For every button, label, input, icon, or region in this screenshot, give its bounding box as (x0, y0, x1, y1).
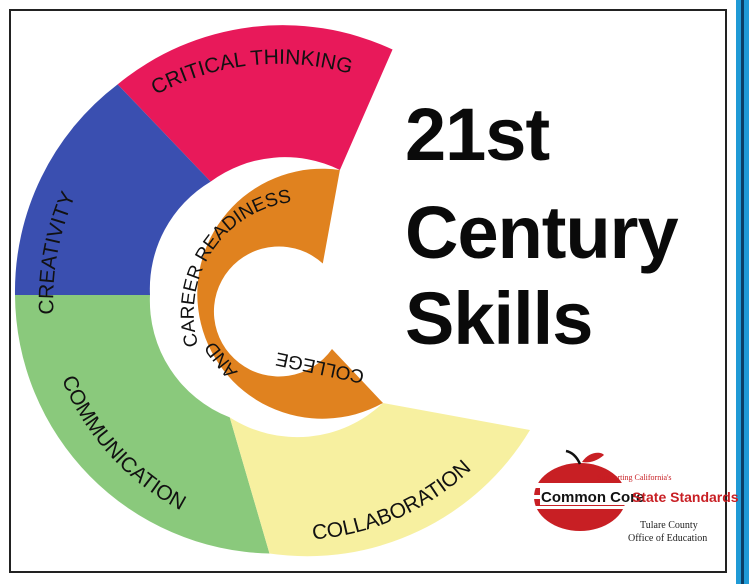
title-line-2: Century (405, 191, 679, 274)
logo-tagline: Supporting California's (597, 473, 672, 482)
title-line-1: 21st (405, 93, 550, 176)
common-core-logo: Supporting California's Common Core Stat… (532, 449, 739, 544)
segment-creativity (14, 84, 211, 295)
title-line-3: Skills (405, 277, 593, 360)
logo-brand-common-core: Common Core (541, 489, 644, 506)
segment-college-career (197, 168, 383, 419)
logo-org-line2: Office of Education (628, 533, 707, 544)
segment-collaboration (229, 403, 530, 557)
segment-communication (15, 295, 270, 554)
logo-brand-state-standards: State Standards (632, 489, 739, 505)
right-accent-stripe (741, 0, 744, 584)
logo-org-line1: Tulare County (640, 520, 698, 531)
segment-critical-thinking (117, 25, 393, 182)
